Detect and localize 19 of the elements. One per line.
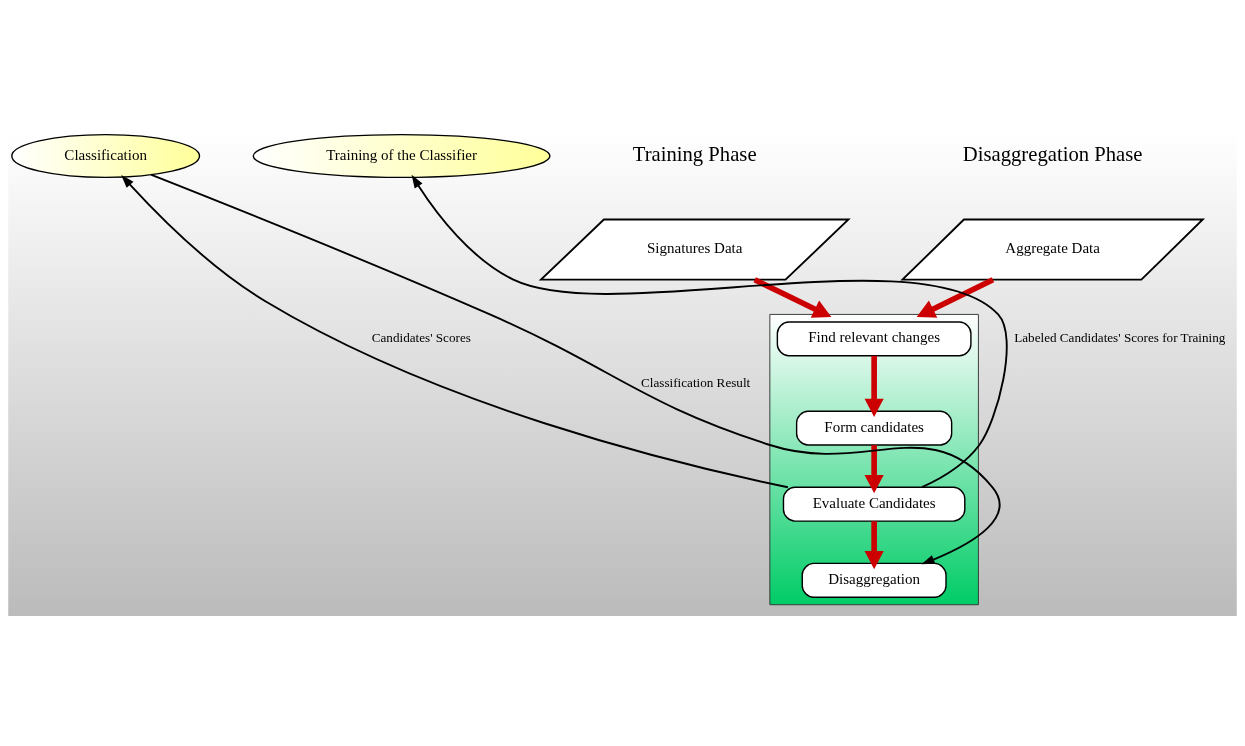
node-ellipse: Classification [11, 133, 201, 178]
edge-label: Candidates' Scores [371, 329, 471, 345]
label: Disaggregation Phase [962, 142, 1143, 165]
edge-label: Classification Result [641, 374, 751, 390]
node-ellipse: Training of the Classifier [252, 133, 551, 178]
arrow [149, 173, 1001, 564]
node-box: Form candidates [795, 410, 953, 446]
arrow [916, 276, 995, 318]
arrow [753, 276, 832, 318]
node-box: Evaluate Candidates [782, 486, 966, 522]
arrow [864, 520, 884, 569]
arrow [864, 444, 884, 493]
label: Training Phase [632, 142, 757, 165]
arrow [864, 355, 884, 417]
cluster [769, 313, 979, 605]
node-box: Find relevant changes [776, 320, 972, 356]
node-box: Disaggregation [801, 562, 947, 598]
arrow [411, 174, 1008, 488]
edge-label: Labeled Candidates' Scores for Training [1014, 329, 1226, 345]
